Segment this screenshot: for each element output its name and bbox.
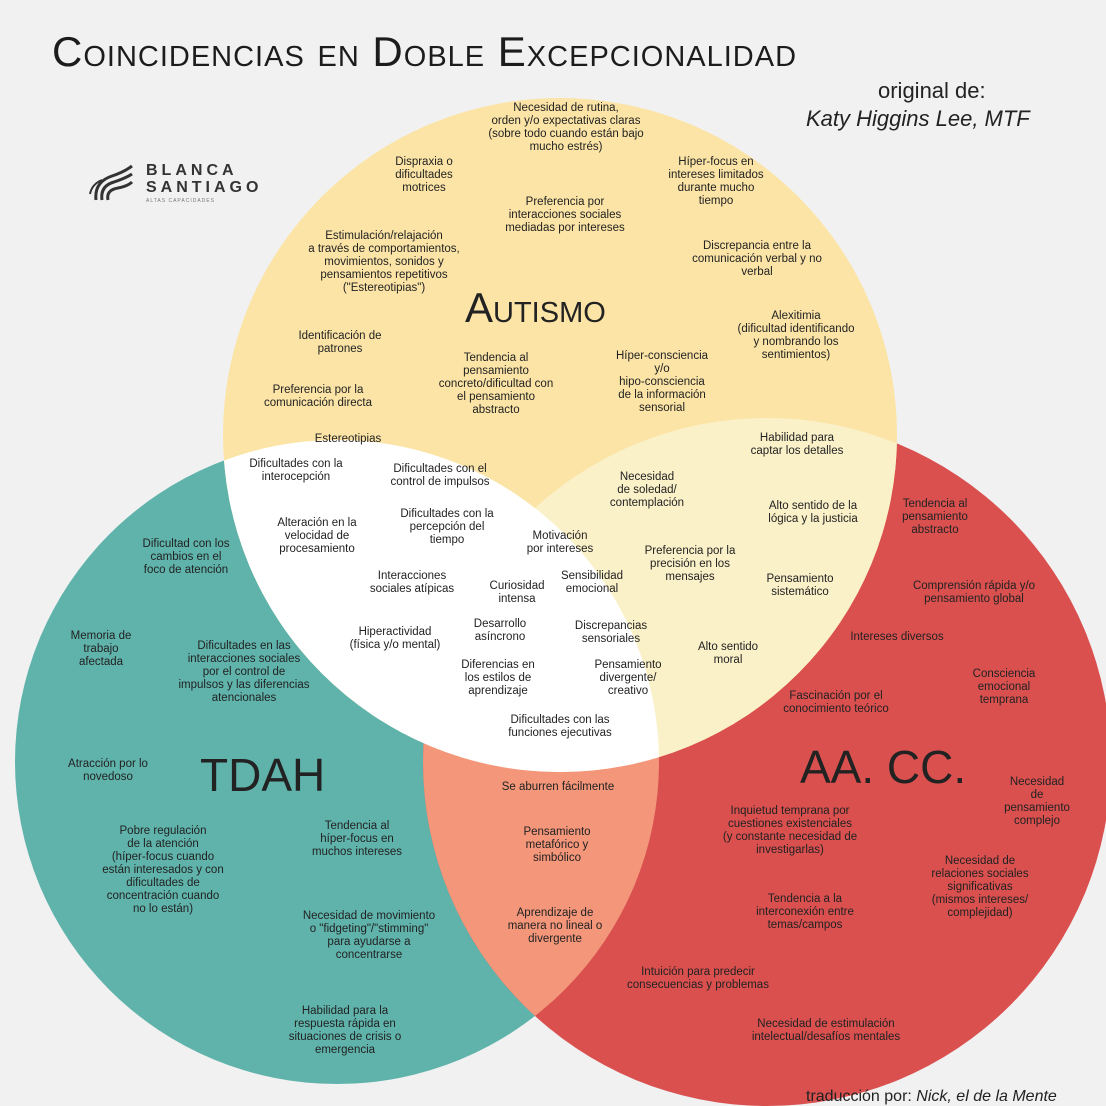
trait-label: Identificación de patrones bbox=[298, 330, 382, 355]
trait-label: Tendencia a la interconexión entre temas… bbox=[756, 893, 854, 931]
author-name: Katy Higgins Lee, MTF bbox=[806, 106, 1030, 131]
trait-label: Dificultad con los cambios en el foco de… bbox=[142, 538, 230, 576]
logo-line2: SANTIAGO bbox=[146, 179, 263, 196]
trait-label: Necesidad de soledad/ contemplación bbox=[609, 471, 685, 509]
logo-mark-icon bbox=[89, 164, 134, 201]
trait-label: Desarrollo asíncrono bbox=[473, 618, 527, 643]
set-label-tdah: TDAH bbox=[200, 749, 326, 801]
trait-label: Dispraxia o dificultades motrices bbox=[395, 156, 453, 194]
trait-label: Necesidad de movimiento o "fidgeting"/"s… bbox=[302, 910, 436, 961]
trait-label: Alto sentido moral bbox=[697, 641, 759, 666]
trait-label: Motivación por intereses bbox=[526, 530, 594, 555]
trait-label: Necesidad de estimulación intelectual/de… bbox=[751, 1018, 901, 1043]
trait-label: Dificultades con la interocepción bbox=[249, 458, 343, 483]
trait-label: Discrepancia entre la comunicación verba… bbox=[692, 240, 822, 278]
trait-label: Preferencia por la precisión en los mens… bbox=[644, 545, 736, 583]
trait-label: Necesidad de rutina, orden y/o expectati… bbox=[488, 102, 644, 153]
trait-label: Atracción por lo novedoso bbox=[68, 758, 148, 783]
trait-label: Necesidad de pensamiento complejo bbox=[1004, 776, 1070, 827]
trait-label: Pensamiento sistemático bbox=[766, 573, 834, 598]
trait-label: Estimulación/relajación a través de comp… bbox=[308, 230, 460, 294]
trait-label: Dificultades con la percepción del tiemp… bbox=[400, 508, 494, 546]
trait-label: Estereotipias bbox=[314, 433, 382, 445]
original-label: original de: bbox=[878, 78, 986, 103]
set-label-autismo: Autismo bbox=[465, 284, 606, 331]
set-label-aacc: AA. CC. bbox=[800, 741, 967, 793]
trait-label: Preferencia por la comunicación directa bbox=[263, 384, 373, 409]
trait-label: Habilidad para la respuesta rápida en si… bbox=[288, 1005, 402, 1056]
trait-label: Alteración en la velocidad de procesamie… bbox=[277, 517, 357, 555]
trait-label: Discrepancias sensoriales bbox=[574, 620, 648, 645]
credit-prefix: traducción por: bbox=[806, 1088, 912, 1105]
trait-label: Consciencia emocional temprana bbox=[972, 668, 1036, 706]
page-title: Coincidencias en Doble Excepcionalidad bbox=[52, 28, 798, 75]
trait-label: Intereses diversos bbox=[850, 631, 944, 643]
trait-label: Pensamiento metafórico y simbólico bbox=[523, 826, 591, 864]
logo-wordmark: BLANCA SANTIAGO bbox=[146, 162, 262, 196]
trait-label: Pensamiento divergente/ creativo bbox=[594, 659, 662, 697]
trait-label: Preferencia por interacciones sociales m… bbox=[505, 196, 625, 234]
logo-tagline: ALTAS CAPACIDADES bbox=[146, 198, 215, 204]
trait-label: Tendencia al pensamiento concreto/dificu… bbox=[438, 352, 554, 416]
trait-label: Dificultades con las funciones ejecutiva… bbox=[508, 714, 612, 739]
trait-label: Tendencia al pensamiento abstracto bbox=[902, 498, 968, 536]
trait-label: Interacciones sociales atípicas bbox=[369, 570, 455, 595]
trait-label: Hiperactividad (física y/o mental) bbox=[349, 626, 441, 651]
trait-label: Híper-consciencia y/o hipo-consciencia d… bbox=[615, 350, 709, 414]
trait-label: Tendencia al híper-focus en muchos inter… bbox=[311, 820, 403, 858]
trait-label: Dificultades en las interacciones social… bbox=[178, 640, 310, 704]
trait-label: Inquietud temprana por cuestiones existe… bbox=[722, 805, 858, 856]
brand-logo: BLANCA SANTIAGO ALTAS CAPACIDADES bbox=[88, 160, 278, 206]
trait-label: Memoria de trabajo afectada bbox=[70, 630, 132, 668]
trait-label: Aprendizaje de manera no lineal o diverg… bbox=[507, 907, 603, 945]
trait-label: Pobre regulación de la atención (híper-f… bbox=[102, 825, 224, 915]
trait-label: Dificultades con el control de impulsos bbox=[390, 463, 490, 488]
trait-label: Habilidad para captar los detalles bbox=[750, 432, 844, 457]
trait-label: Híper-focus en intereses limitados duran… bbox=[668, 156, 764, 207]
trait-label: Curiosidad intensa bbox=[489, 580, 545, 605]
translation-credit: traducción por: Nick, el de la Mente bbox=[806, 1088, 1057, 1106]
trait-label: Sensibilidad emocional bbox=[560, 570, 624, 595]
trait-label: Necesidad de relaciones sociales signifi… bbox=[931, 855, 1029, 919]
trait-label: Intuición para predecir consecuencias y … bbox=[627, 966, 769, 991]
trait-label: Fascinación por el conocimiento teórico bbox=[783, 690, 889, 715]
trait-label: Alexitimia (dificultad identificando y n… bbox=[737, 310, 855, 361]
trait-label: Comprensión rápida y/o pensamiento globa… bbox=[912, 580, 1036, 605]
trait-label: Alto sentido de la lógica y la justicia bbox=[768, 500, 858, 525]
credit-name: Nick, el de la Mente bbox=[916, 1088, 1057, 1105]
trait-label: Diferencias en los estilos de aprendizaj… bbox=[461, 659, 535, 697]
logo-line1: BLANCA bbox=[146, 162, 238, 179]
trait-label: Se aburren fácilmente bbox=[501, 781, 615, 793]
